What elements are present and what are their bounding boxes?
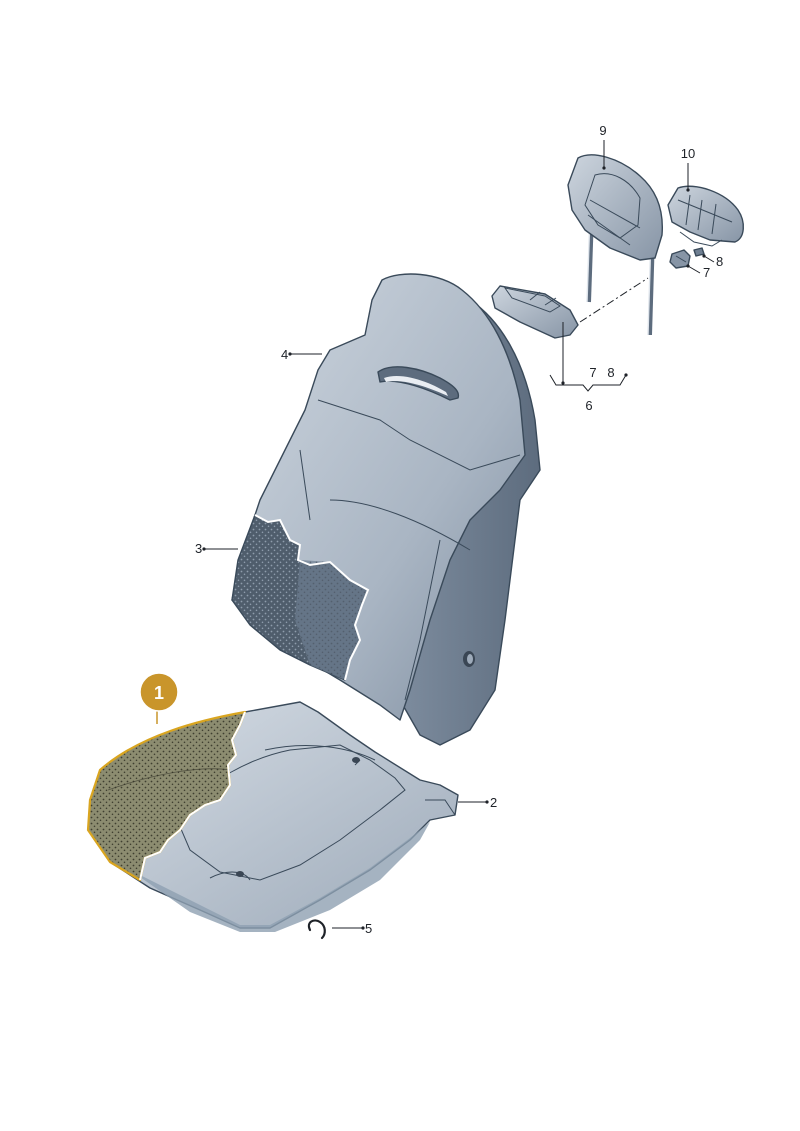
seat-cushion-foam-highlighted bbox=[86, 710, 247, 882]
seat-backrest bbox=[231, 273, 541, 746]
svg-text:6: 6 bbox=[585, 398, 592, 413]
headrest-cover-part bbox=[667, 185, 744, 247]
highlight-badge-1[interactable]: 1 bbox=[139, 672, 179, 724]
callout-2: 2 bbox=[458, 795, 497, 810]
headrest bbox=[567, 154, 663, 336]
svg-text:4: 4 bbox=[281, 347, 288, 362]
callout-6-group: 7 8 6 bbox=[549, 322, 628, 413]
svg-text:7: 7 bbox=[703, 265, 710, 280]
screw-small bbox=[693, 247, 705, 257]
svg-text:7: 7 bbox=[589, 365, 596, 380]
callout-5: 5 bbox=[332, 921, 372, 936]
headrest-guide-assembly bbox=[491, 285, 579, 339]
seat-cushion bbox=[86, 701, 459, 932]
callout-10: 10 bbox=[681, 146, 695, 192]
svg-text:5: 5 bbox=[365, 921, 372, 936]
svg-text:8: 8 bbox=[716, 254, 723, 269]
callout-8-screw: 8 bbox=[702, 254, 723, 269]
wire-hook bbox=[307, 919, 326, 940]
callout-3: 3 bbox=[195, 541, 238, 556]
svg-text:9: 9 bbox=[599, 123, 606, 138]
svg-text:10: 10 bbox=[681, 146, 695, 161]
callout-7-guide: 7 bbox=[686, 264, 710, 280]
svg-text:2: 2 bbox=[490, 795, 497, 810]
callout-9: 9 bbox=[599, 123, 607, 170]
backrest-foam-cutaway bbox=[231, 514, 370, 681]
svg-text:8: 8 bbox=[607, 365, 614, 380]
svg-text:1: 1 bbox=[154, 683, 164, 703]
callout-4: 4 bbox=[281, 347, 322, 362]
svg-text:3: 3 bbox=[195, 541, 202, 556]
